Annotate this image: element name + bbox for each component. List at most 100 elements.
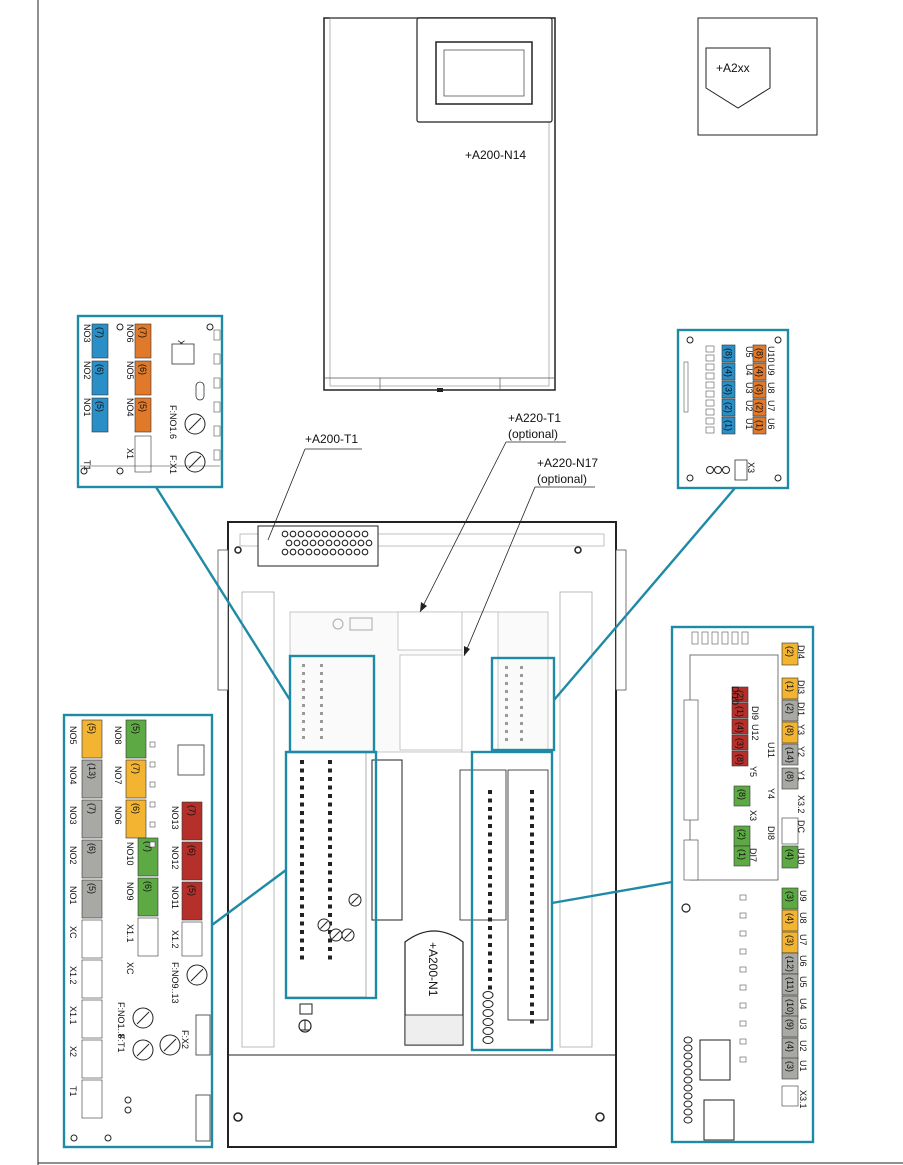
terminal-block-number: (1)	[755, 420, 765, 431]
fuse-label: F:NO1.6	[168, 405, 178, 439]
terminal-dot	[488, 968, 492, 973]
terminal-dot	[488, 832, 492, 837]
terminal-block	[733, 845, 751, 867]
terminal-block	[721, 344, 736, 363]
terminal-block	[721, 398, 736, 417]
terminal-block-number: (5)	[187, 885, 197, 896]
terminal-dot	[505, 738, 508, 741]
terminal-block-number: (5)	[131, 723, 141, 734]
wire-gland	[683, 1116, 693, 1124]
wire-gland	[683, 1060, 693, 1068]
terminal-block	[181, 841, 203, 881]
terminal-block	[731, 718, 749, 735]
terminal-block	[91, 397, 109, 433]
terminal-block	[781, 973, 799, 996]
corner-tag-label: +A2xx	[716, 61, 750, 75]
terminal-dot	[488, 977, 492, 981]
terminal-name: U5	[798, 976, 808, 988]
terminal-dot	[328, 802, 332, 807]
terminal-name: U10	[766, 346, 776, 363]
vent-hole	[321, 548, 329, 556]
terminal-dot	[488, 934, 492, 939]
terminal-dot	[300, 904, 304, 909]
terminal-block-number: (8)	[737, 789, 747, 800]
terminal-block	[81, 879, 103, 919]
terminal-name: Y3	[796, 724, 806, 735]
terminal-block	[81, 839, 103, 879]
wire-gland	[683, 1092, 693, 1100]
terminal-name: X3	[748, 810, 758, 821]
terminal-name: U6	[766, 418, 776, 430]
terminal-dot	[300, 913, 304, 917]
terminal-block	[781, 1057, 799, 1080]
terminal-dot	[488, 951, 492, 956]
terminal-name: DI4	[796, 645, 806, 659]
terminal-dot	[328, 836, 332, 841]
terminal-name: NO8	[113, 726, 123, 745]
wire-gland	[482, 1000, 494, 1008]
terminal-block-number: (13)	[87, 763, 97, 779]
terminal-block-number: (4)	[785, 1041, 795, 1052]
terminal-dot	[488, 909, 492, 913]
terminal-block-number: (8)	[735, 754, 745, 765]
terminal-block-number: (5)	[95, 401, 105, 412]
terminal-block	[181, 881, 203, 921]
terminal-dot	[302, 664, 305, 667]
terminal-name: U10	[796, 848, 806, 865]
detail-panel-top-left: NO3(7)NO2(6)NO1(5)NO6(7)NO5(6)NO4(5)T1X1…	[76, 314, 224, 489]
vent-hole	[305, 530, 313, 538]
terminal-dot	[300, 862, 304, 866]
terminal-dot	[300, 836, 304, 841]
terminal-block	[81, 759, 103, 799]
terminal-name: NO2	[82, 361, 92, 380]
wire-gland	[482, 1027, 494, 1035]
terminal-dot	[328, 768, 332, 773]
terminal-block	[731, 686, 749, 703]
terminal-dot	[488, 824, 492, 828]
vent-hole	[361, 530, 369, 538]
terminal-name: U3	[798, 1018, 808, 1030]
terminal-dot	[520, 690, 523, 693]
terminal-dot	[328, 785, 332, 790]
vent-hole	[289, 548, 297, 556]
terminal-dot	[328, 887, 332, 892]
terminal-name: DI9	[750, 706, 760, 720]
terminal-name: X2	[68, 1046, 78, 1057]
terminal-dot	[300, 777, 304, 781]
terminal-dot	[488, 875, 492, 879]
terminal-dot	[320, 728, 323, 731]
terminal-name: Y5	[748, 766, 758, 777]
terminal-name: DI8	[766, 826, 776, 840]
terminal-block-number: (2)	[755, 402, 765, 413]
terminal-dots	[300, 664, 534, 1044]
corner-tag-box: +A2xx	[697, 17, 818, 136]
terminal-block	[181, 801, 203, 841]
terminal-dot	[328, 904, 332, 909]
terminal-dot	[530, 807, 534, 811]
terminal-dot	[530, 841, 534, 845]
terminal-block-number: (2)	[785, 703, 795, 714]
terminal-dot	[530, 883, 534, 888]
terminal-name: U2	[744, 400, 754, 412]
terminal-dot	[488, 858, 492, 862]
terminal-block-number: (7)	[143, 841, 153, 852]
terminal-dot	[505, 714, 508, 717]
terminal-name: DI1	[796, 702, 806, 716]
terminal-dot	[530, 951, 534, 956]
terminal-name: U9	[798, 890, 808, 902]
wire-gland	[683, 1068, 693, 1076]
terminal-block	[134, 397, 152, 433]
terminal-dot	[300, 811, 304, 815]
vent-hole	[309, 539, 317, 547]
terminal-dot	[302, 688, 305, 691]
t1-optional-note: (optional)	[508, 427, 558, 441]
terminal-dot	[300, 845, 304, 849]
terminal-name: U7	[798, 934, 808, 946]
vent-hole	[361, 548, 369, 556]
terminal-dot	[300, 879, 304, 883]
terminal-name: U8	[766, 382, 776, 394]
terminal-dot	[320, 720, 323, 723]
terminal-block-number: (8)	[785, 725, 795, 736]
connector-top-right	[553, 487, 736, 701]
wire-gland	[683, 1036, 693, 1044]
